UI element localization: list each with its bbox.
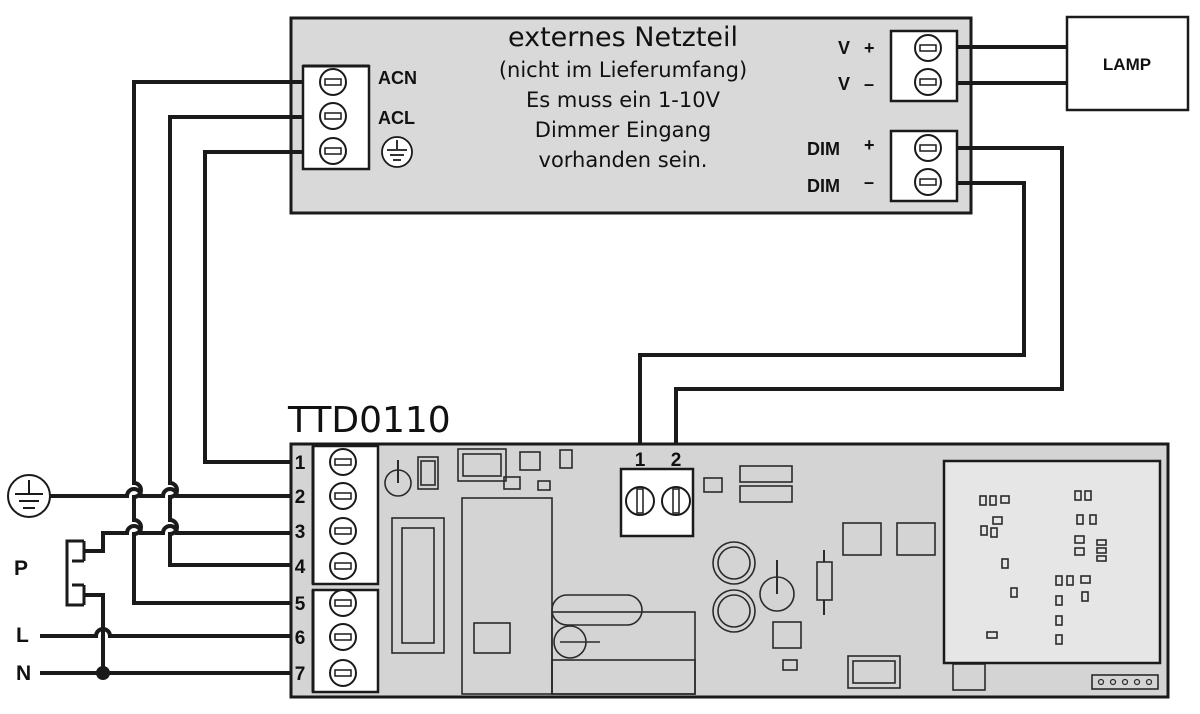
module-terminal-slot-3: [334, 527, 352, 535]
psu-v-terminal-block: [889, 29, 959, 103]
n-junction-dot: [96, 666, 110, 680]
psu-line-1: (nicht im Lieferumfang): [499, 58, 747, 82]
psu-box: [289, 16, 973, 215]
earth-ground-icon: [7, 474, 51, 518]
psu-dim-plus-label: DIM: [807, 139, 840, 159]
psu-title: externes Netzteil: [508, 22, 738, 53]
lamp-box: [1065, 15, 1190, 112]
module-terminal-slot-2: [334, 492, 352, 500]
lamp-label: LAMP: [1103, 55, 1151, 74]
wires: [40, 45, 1067, 675]
ground-icon: [381, 136, 413, 168]
psu-v-plus-sign: +: [864, 38, 875, 58]
psu-dim-minus-label: DIM: [807, 176, 840, 196]
psu-line-4: vorhanden sein.: [539, 148, 708, 172]
module-terminal-label-3: 3: [295, 522, 306, 543]
pushbutton-icon: [65, 539, 86, 607]
module-terminal-slot-6: [334, 633, 352, 641]
module-dim-terminal-block: [619, 467, 695, 538]
psu-acn-label: ACN: [378, 68, 417, 88]
psu-ac-terminal-block: [301, 64, 371, 171]
pcb-daughter-board: [942, 459, 1162, 665]
psu-dim-terminal-block: [889, 129, 959, 203]
p-label: P: [14, 557, 28, 580]
module-terminal-slot-5: [334, 599, 352, 607]
module-terminal-label-4: 4: [295, 557, 306, 578]
psu-v-minus-label: V: [838, 74, 850, 94]
module-dim-terminal-2-label: 2: [671, 450, 682, 471]
psu-line-3: Dimmer Eingang: [535, 118, 711, 142]
module-terminal-label-7: 7: [295, 664, 306, 685]
module-terminal-labels: 1 2 3 4 5 6 7: [295, 453, 306, 685]
module-terminal-label-5: 5: [295, 594, 306, 615]
psu-dim-plus-sign: +: [864, 135, 875, 155]
psu-v-plus-label: V: [838, 38, 850, 58]
module-terminal-label-6: 6: [295, 628, 306, 649]
module-terminal-label-1: 1: [295, 453, 306, 474]
pcb-components: [384, 448, 1159, 695]
psu-dim-minus-sign: –: [864, 172, 874, 192]
psu-line-2: Es muss ein 1-10V: [526, 88, 721, 112]
psu-v-minus-sign: –: [864, 74, 874, 94]
module-screws: [329, 448, 357, 687]
module-terminal-slot-4: [334, 562, 352, 570]
psu-acl-label: ACL: [378, 108, 415, 128]
module-dim-terminal-1-label: 1: [635, 450, 646, 471]
module-terminal-slot-1: [334, 458, 352, 466]
module-terminal-label-2: 2: [295, 487, 306, 508]
module-title: TTD0110: [287, 400, 451, 441]
module-terminal-slot-7: [334, 669, 352, 677]
n-label: N: [16, 662, 31, 685]
l-label: L: [16, 624, 29, 647]
